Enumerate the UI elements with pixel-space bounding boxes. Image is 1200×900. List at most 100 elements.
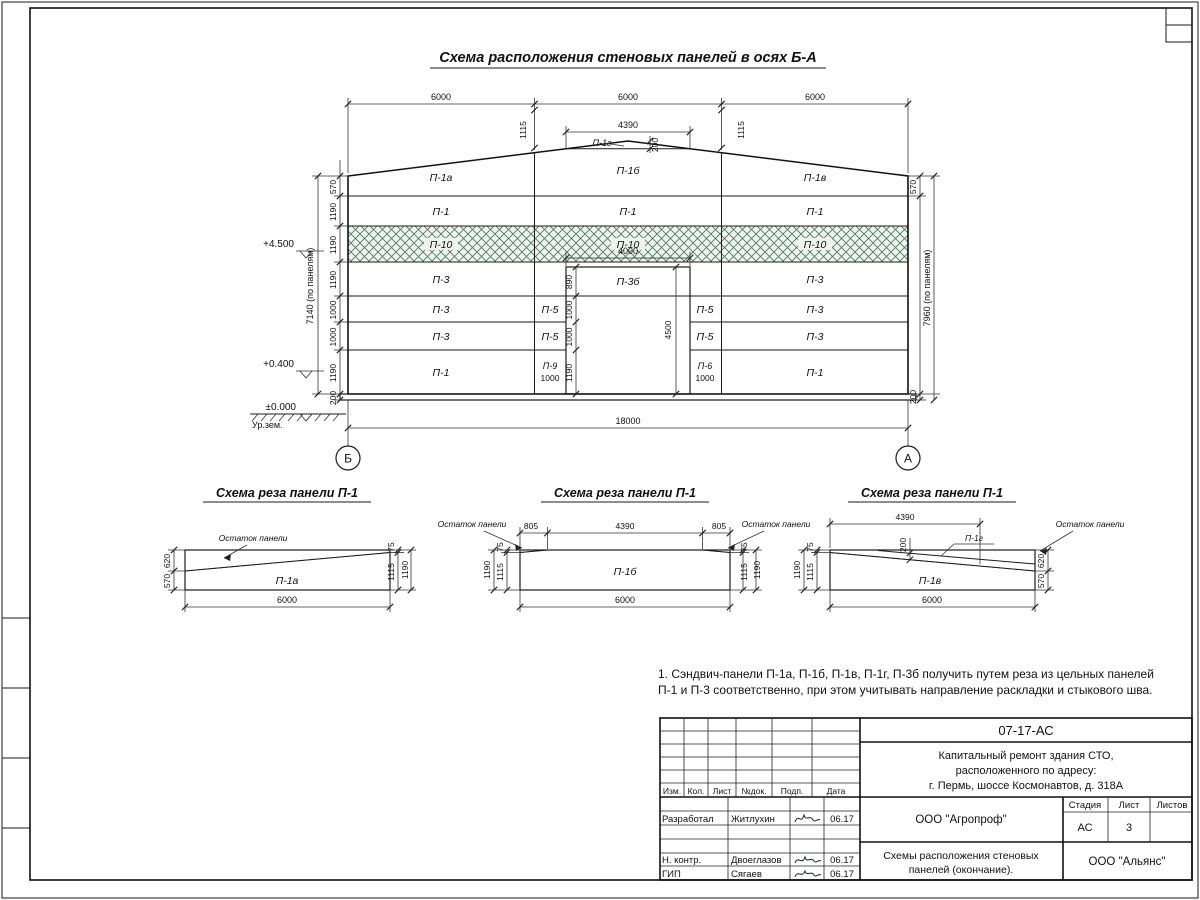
dim-text: 200 (650, 138, 660, 152)
dim-text: 4390 (896, 512, 915, 522)
dim-text: 570 (162, 574, 172, 588)
dim-text: 6000 (922, 595, 942, 605)
dim-text: 1190 (792, 561, 802, 580)
cut-scheme-3: Схема реза панели П-1 П-1в П-1г Остаток … (792, 486, 1125, 612)
elevation-structure (339, 140, 917, 401)
cut3-piece-label: П-1г (965, 533, 983, 543)
tb-sheet-header: Лист (1119, 800, 1140, 811)
panel-label: П-5 (697, 304, 714, 316)
dim-text: 1190 (328, 236, 338, 255)
panel-width-dim: 1000 (696, 373, 715, 383)
axis-label-left: Б (344, 452, 352, 466)
dim-text: 4500 (663, 320, 673, 339)
panel-label: П-6 (698, 361, 713, 371)
axis-circle-left (335, 445, 361, 471)
tb-date-3: 06.17 (830, 869, 854, 880)
tb-name-2: Двоеглазов (731, 855, 782, 866)
dim-text: 1115 (518, 121, 528, 139)
panel-label: П-5 (542, 331, 559, 343)
dim-text: 1115 (805, 563, 815, 581)
main-title: Схема расположения стеновых панелей в ос… (430, 50, 826, 69)
note-line-2: П-1 и П-3 соответственно, при этом учиты… (658, 683, 1152, 697)
dim-text: 75 (739, 542, 749, 552)
dim-text: 805 (712, 521, 726, 531)
signature-1 (794, 813, 821, 823)
dim-text: 1000 (328, 300, 338, 319)
elevation-level-marks: +4.500 +0.400 ±0.000 Ур.зем. (250, 239, 346, 430)
tb-project-1: Капитальный ремонт здания СТО, (938, 750, 1113, 762)
cut2-title: Схема реза панели П-1 (554, 486, 696, 500)
axis-label-right: А (904, 452, 912, 466)
dim-text: 200 (328, 391, 338, 405)
tb-date-1: 06.17 (830, 814, 854, 825)
dim-text: 620 (162, 554, 172, 568)
tb-col-list: Лист (713, 786, 732, 796)
dim-text: 18000 (615, 416, 640, 426)
dim-text: 6000 (805, 92, 825, 102)
dim-text: 1000 (564, 300, 574, 319)
elevation-dimensions: 6000 6000 6000 4390 1115 1115 200 570 11… (305, 92, 940, 446)
dim-text: 1115 (495, 563, 505, 581)
panel-label: П-1а (430, 172, 453, 184)
panel-label: П-1 (807, 206, 824, 218)
dim-text: 4390 (618, 120, 638, 130)
tb-org1: ООО "Агропроф" (915, 814, 1006, 826)
dim-text: 570 (908, 180, 918, 194)
tb-org2: ООО "Альянс" (1089, 856, 1166, 868)
panel-label: П-3 (807, 331, 824, 343)
dim-text: 75 (495, 542, 505, 552)
panel-label: П-10 (430, 239, 453, 251)
dim-text: 200 (898, 538, 908, 552)
panel-label-ridge: П-1г (593, 138, 613, 148)
dim-text: 570 (1036, 574, 1046, 588)
panel-label: П-5 (697, 331, 714, 343)
plinth (339, 393, 917, 401)
level-mark: +0.400 (263, 359, 294, 370)
panel-width-dim: 1000 (541, 373, 560, 383)
cut3-remainder-label: Остаток панели (1056, 519, 1125, 529)
panel-label: П-1б (617, 165, 641, 177)
signature-3 (794, 869, 822, 878)
panel-label: П-5 (542, 304, 559, 316)
dim-text: 4000 (618, 246, 638, 256)
dim-text: 6000 (615, 595, 635, 605)
title-block: Изм. Кол. Лист №док. Подп. Дата Разработ… (659, 717, 1193, 881)
dim-text: 1000 (328, 327, 338, 346)
building-outline (347, 140, 909, 395)
panel-label: П-1 (433, 367, 450, 379)
dim-text: 7140 (по панелям) (305, 248, 315, 325)
cut-scheme-2: Схема реза панели П-1 П-1б Остаток панел… (438, 486, 811, 612)
panel-label: П-3б (617, 276, 641, 288)
cut-scheme-1: Схема реза панели П-1 П-1а Остаток панел… (162, 486, 416, 612)
cut1-title: Схема реза панели П-1 (216, 486, 358, 500)
dim-text: 1115 (739, 563, 749, 581)
dim-text: 6000 (618, 92, 638, 102)
dim-text: 4390 (616, 521, 635, 531)
tb-sheet-value: 3 (1126, 822, 1132, 834)
tb-doc-number: 07-17-АС (998, 723, 1053, 738)
dim-text: 805 (524, 521, 538, 531)
dim-text: 1115 (736, 121, 746, 139)
cut2-remainder-label-right: Остаток панели (742, 519, 811, 529)
dim-text: 1115 (386, 563, 396, 581)
dim-text: 75 (805, 542, 815, 552)
cut1-panel-label: П-1а (276, 575, 299, 587)
dim-text: 200 (908, 390, 918, 404)
panel-label: П-10 (804, 239, 827, 251)
panel-label: П-1 (807, 367, 824, 379)
dim-text: 1190 (400, 561, 410, 580)
tb-drawing-name-2: панелей (окончание). (909, 864, 1013, 876)
dim-text: 890 (564, 275, 574, 289)
ground-label: Ур.зем. (252, 420, 283, 430)
dim-text: 6000 (277, 595, 297, 605)
dim-text: 1190 (328, 271, 338, 290)
panel-label: П-3 (807, 274, 824, 286)
panel-label: П-1 (433, 206, 450, 218)
dim-text: 6000 (431, 92, 451, 102)
note: 1. Сэндвич-панели П-1а, П-1б, П-1в, П-1г… (658, 667, 1154, 697)
level-mark: +4.500 (263, 239, 294, 250)
tb-name-1: Житлухин (731, 814, 775, 825)
axis-circle-right (895, 445, 921, 471)
